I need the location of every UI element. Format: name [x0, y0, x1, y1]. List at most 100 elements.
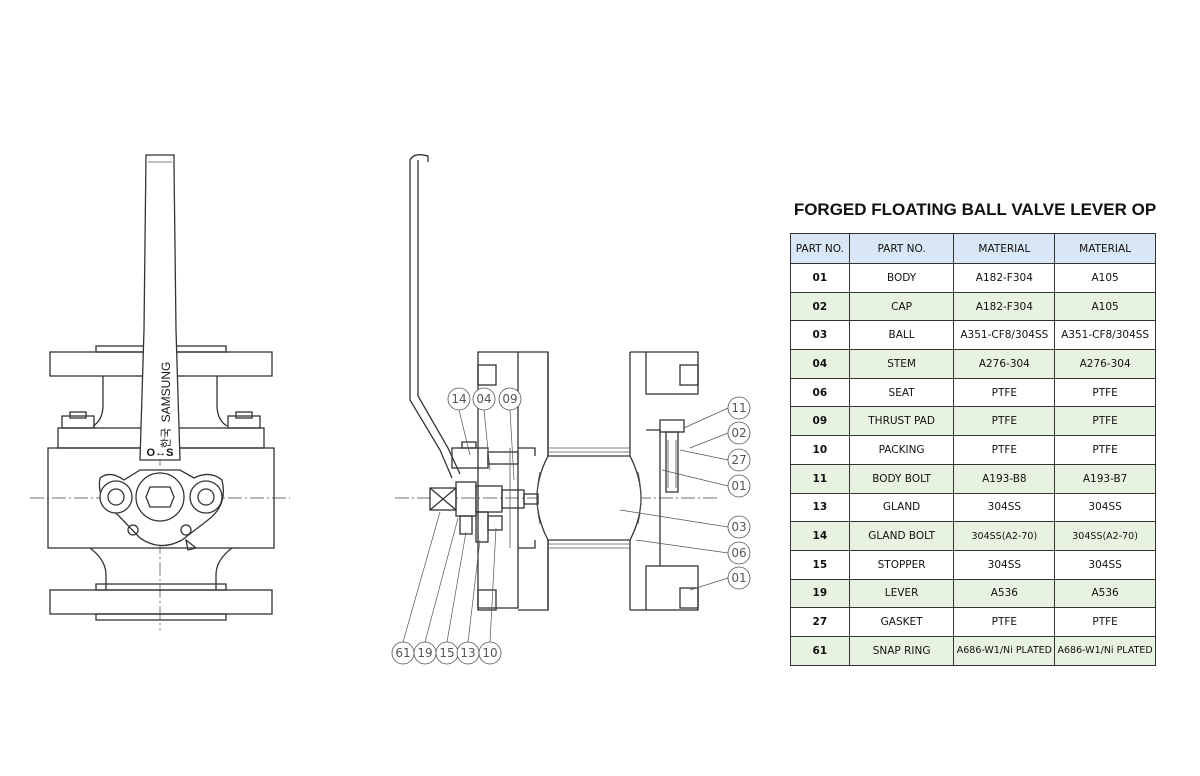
- table-cell: A686-W1/Ni PLATED: [953, 635, 1056, 666]
- table-cell: BODY: [848, 263, 955, 293]
- svg-text:27: 27: [731, 453, 746, 467]
- table-cell: A351-CF8/304SS: [953, 320, 1056, 351]
- table-cell: 04: [790, 349, 850, 379]
- section-view: [395, 154, 720, 611]
- callout-10: 10: [478, 641, 502, 665]
- table-cell: A276-304: [953, 349, 1056, 379]
- callout-19: 19: [413, 641, 437, 665]
- callout-27: 27: [727, 448, 751, 472]
- table-cell: PTFE: [953, 607, 1056, 637]
- table-cell: SNAP RING: [848, 635, 955, 666]
- header-material-1: MATERIAL: [953, 233, 1056, 264]
- table-cell: PTFE: [1054, 607, 1156, 637]
- table-cell: PACKING: [848, 435, 955, 465]
- table-cell: A193-B7: [1054, 463, 1156, 494]
- callouts: 14 04 09 11 02 27 01: [391, 387, 751, 665]
- table-cell: GASKET: [848, 607, 955, 637]
- table-cell: A351-CF8/304SS: [1054, 320, 1156, 351]
- table-cell: 10: [790, 435, 850, 465]
- table-cell: PTFE: [953, 377, 1056, 408]
- table-cell: 15: [790, 549, 850, 580]
- table-cell: PTFE: [1054, 377, 1156, 408]
- callout-09: 09: [498, 387, 522, 411]
- table-cell: 304SS: [953, 549, 1056, 580]
- svg-text:15: 15: [439, 646, 454, 660]
- svg-text:13: 13: [460, 646, 475, 660]
- table-cell: 304SS: [953, 492, 1056, 523]
- svg-text:04: 04: [476, 392, 491, 406]
- callout-13: 13: [456, 641, 480, 665]
- header-material-2: MATERIAL: [1054, 233, 1156, 264]
- svg-text:02: 02: [731, 426, 746, 440]
- svg-text:01: 01: [731, 571, 746, 585]
- table-cell: A182-F304: [953, 263, 1056, 293]
- table-cell: 61: [790, 635, 850, 666]
- table-cell: A686-W1/Ni PLATED: [1054, 635, 1156, 666]
- table-title: FORGED FLOATING BALL VALVE LEVER OP: [793, 200, 1157, 219]
- table-cell: A276-304: [1054, 349, 1156, 379]
- callout-14: 14: [447, 387, 471, 411]
- svg-text:14: 14: [451, 392, 466, 406]
- table-cell: PTFE: [1054, 435, 1156, 465]
- table-cell: 13: [790, 492, 850, 523]
- callout-11: 11: [727, 396, 751, 420]
- table-cell: 19: [790, 578, 850, 609]
- table-cell: LEVER: [848, 578, 955, 609]
- table-cell: PTFE: [1054, 406, 1156, 437]
- header-part-no: PART NO.: [790, 233, 850, 264]
- table-cell: 304SS: [1054, 549, 1156, 580]
- front-view: SAMSUNG 한국 O↔S: [30, 154, 290, 630]
- table-cell: CAP: [848, 291, 955, 322]
- svg-text:61: 61: [395, 646, 410, 660]
- table-cell: 11: [790, 463, 850, 494]
- table-cell: 27: [790, 607, 850, 637]
- lever-brand: SAMSUNG: [159, 362, 173, 423]
- svg-text:11: 11: [731, 401, 746, 415]
- callout-01-upper: 01: [727, 474, 751, 498]
- table-header-row: PART NO. PART NO. MATERIAL MATERIAL: [790, 233, 1156, 264]
- header-part-name: PART NO.: [848, 233, 955, 264]
- table-cell: A536: [953, 578, 1056, 609]
- table-cell: 03: [790, 320, 850, 351]
- table-cell: 06: [790, 377, 850, 408]
- table-cell: 01: [790, 263, 850, 293]
- svg-text:03: 03: [731, 520, 746, 534]
- svg-text:06: 06: [731, 546, 746, 560]
- table-cell: GLAND BOLT: [848, 521, 955, 551]
- callout-03: 03: [727, 515, 751, 539]
- callout-04: 04: [472, 387, 496, 411]
- svg-text:10: 10: [482, 646, 497, 660]
- callout-15: 15: [435, 641, 459, 665]
- callout-06: 06: [727, 541, 751, 565]
- table-cell: A105: [1054, 291, 1156, 322]
- svg-text:09: 09: [502, 392, 517, 406]
- lever-korean: 한국: [160, 428, 173, 448]
- lever-open-shut: O↔S: [147, 447, 174, 459]
- table-cell: THRUST PAD: [848, 406, 955, 437]
- callout-02: 02: [727, 421, 751, 445]
- callout-01-lower: 01: [727, 566, 751, 590]
- table-cell: STEM: [848, 349, 955, 379]
- table-cell: PTFE: [953, 406, 1056, 437]
- table-cell: 09: [790, 406, 850, 437]
- table-cell: A105: [1054, 263, 1156, 293]
- callout-61: 61: [391, 641, 415, 665]
- table-cell: 02: [790, 291, 850, 322]
- table-cell: 304SS(A2-70): [1054, 521, 1156, 551]
- table-cell: GLAND: [848, 492, 955, 523]
